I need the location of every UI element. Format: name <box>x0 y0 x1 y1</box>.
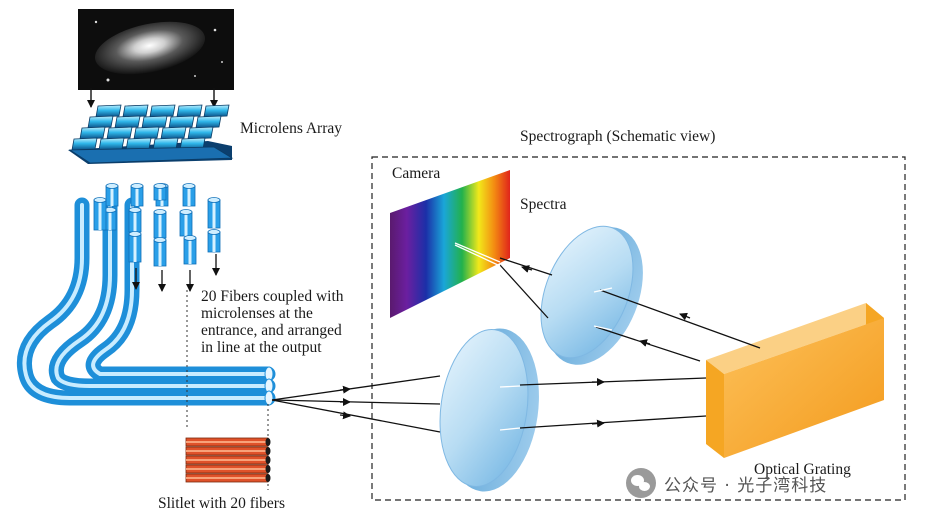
light-rays <box>271 242 761 433</box>
watermark-text: 公众号 · 光子湾科技 <box>664 475 828 496</box>
slitlet-fiber <box>185 464 271 474</box>
microlens-tile <box>114 115 141 129</box>
microlens-tile <box>149 104 176 118</box>
spectra-label: Spectra <box>520 196 567 213</box>
microlens-tile <box>160 126 187 140</box>
fiber-stub <box>153 209 167 239</box>
watermark: 公众号 · 光子湾科技 <box>626 466 906 500</box>
galaxy-image <box>78 9 234 90</box>
microlens-tile <box>87 115 114 129</box>
optical-grating-label: Optical Grating <box>754 461 851 478</box>
microlens-tile <box>71 137 98 151</box>
spectrograph-box <box>371 156 906 501</box>
microlens-array-label: Microlens Array <box>240 120 343 137</box>
galaxy-to-array-arrows <box>87 88 218 108</box>
microlens-tile <box>122 104 149 118</box>
microlens-tile <box>106 126 133 140</box>
fibers-label-line4: in line at the output <box>201 339 322 356</box>
microlens-tile <box>95 104 122 118</box>
fiber-stub <box>179 209 193 237</box>
fiber-stub <box>182 183 196 207</box>
slitlet-label: Slitlet with 20 fibers <box>158 495 286 512</box>
fiber-stub <box>153 183 167 201</box>
microlens-array <box>68 104 234 164</box>
fiber-stub <box>183 235 197 265</box>
microlens-tile <box>168 115 195 129</box>
fibers-label-line1: 20 Fibers coupled with <box>201 288 344 305</box>
fiber-stub <box>105 183 119 207</box>
fiber-stub <box>130 183 144 207</box>
fiber-stub <box>128 207 142 233</box>
fiber-down-arrows <box>132 254 220 292</box>
fiber-stub <box>207 197 221 229</box>
fiber-stub <box>128 231 142 263</box>
microlens-tile <box>79 126 106 140</box>
fiber-stub <box>93 197 107 231</box>
fiber-stub <box>153 237 167 267</box>
slitlet-fiber <box>185 455 271 465</box>
slitlet-fiber <box>185 473 271 483</box>
spectrograph-label: Spectrograph (Schematic view) <box>520 128 716 145</box>
fibers-label-line3: entrance, and arranged <box>201 322 342 339</box>
slitlet <box>185 437 271 483</box>
slitlet-fiber <box>185 446 271 456</box>
fiber-stubs <box>93 183 221 267</box>
microlens-tile <box>133 126 160 140</box>
fibers-label-line2: microlenses at the <box>201 305 313 322</box>
microlens-array-edge <box>68 146 234 164</box>
fiber-bundle <box>16 197 276 406</box>
microlens-tile <box>195 115 222 129</box>
microlens-tile <box>187 126 214 140</box>
microlens-tile <box>203 104 230 118</box>
optical-grating <box>706 303 884 458</box>
fiber-stub <box>207 229 221 253</box>
camera-lens <box>540 225 643 365</box>
microlens-tile <box>98 137 125 151</box>
microlens-tile <box>141 115 168 129</box>
collimator-lens <box>439 328 539 492</box>
camera-label: Camera <box>392 165 441 182</box>
microlens-tile <box>176 104 203 118</box>
camera-spectrum <box>390 170 510 318</box>
wechat-icon <box>626 468 656 498</box>
slitlet-fiber <box>185 437 271 447</box>
